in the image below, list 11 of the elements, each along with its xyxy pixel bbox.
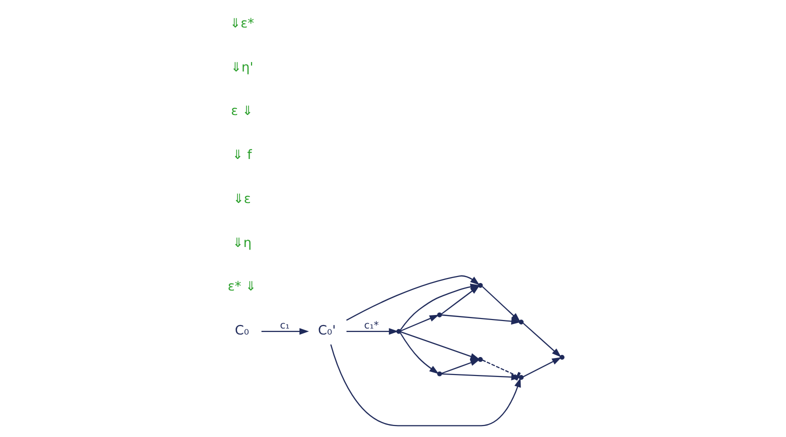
label: ⇓ f [232, 148, 252, 164]
edge-label: c₁ [280, 320, 290, 332]
edge-label: c₁* [364, 320, 379, 332]
label: ⇓ε* [230, 16, 254, 32]
node-text: C₀' [318, 324, 336, 339]
label: ε ⇓ [231, 104, 253, 120]
label: ⇓ε [233, 192, 251, 207]
label: ⇓η' [230, 60, 254, 76]
node-text: C₀ [234, 324, 250, 339]
label: ε* ⇓ [228, 280, 256, 295]
label: ⇓η [232, 236, 252, 251]
